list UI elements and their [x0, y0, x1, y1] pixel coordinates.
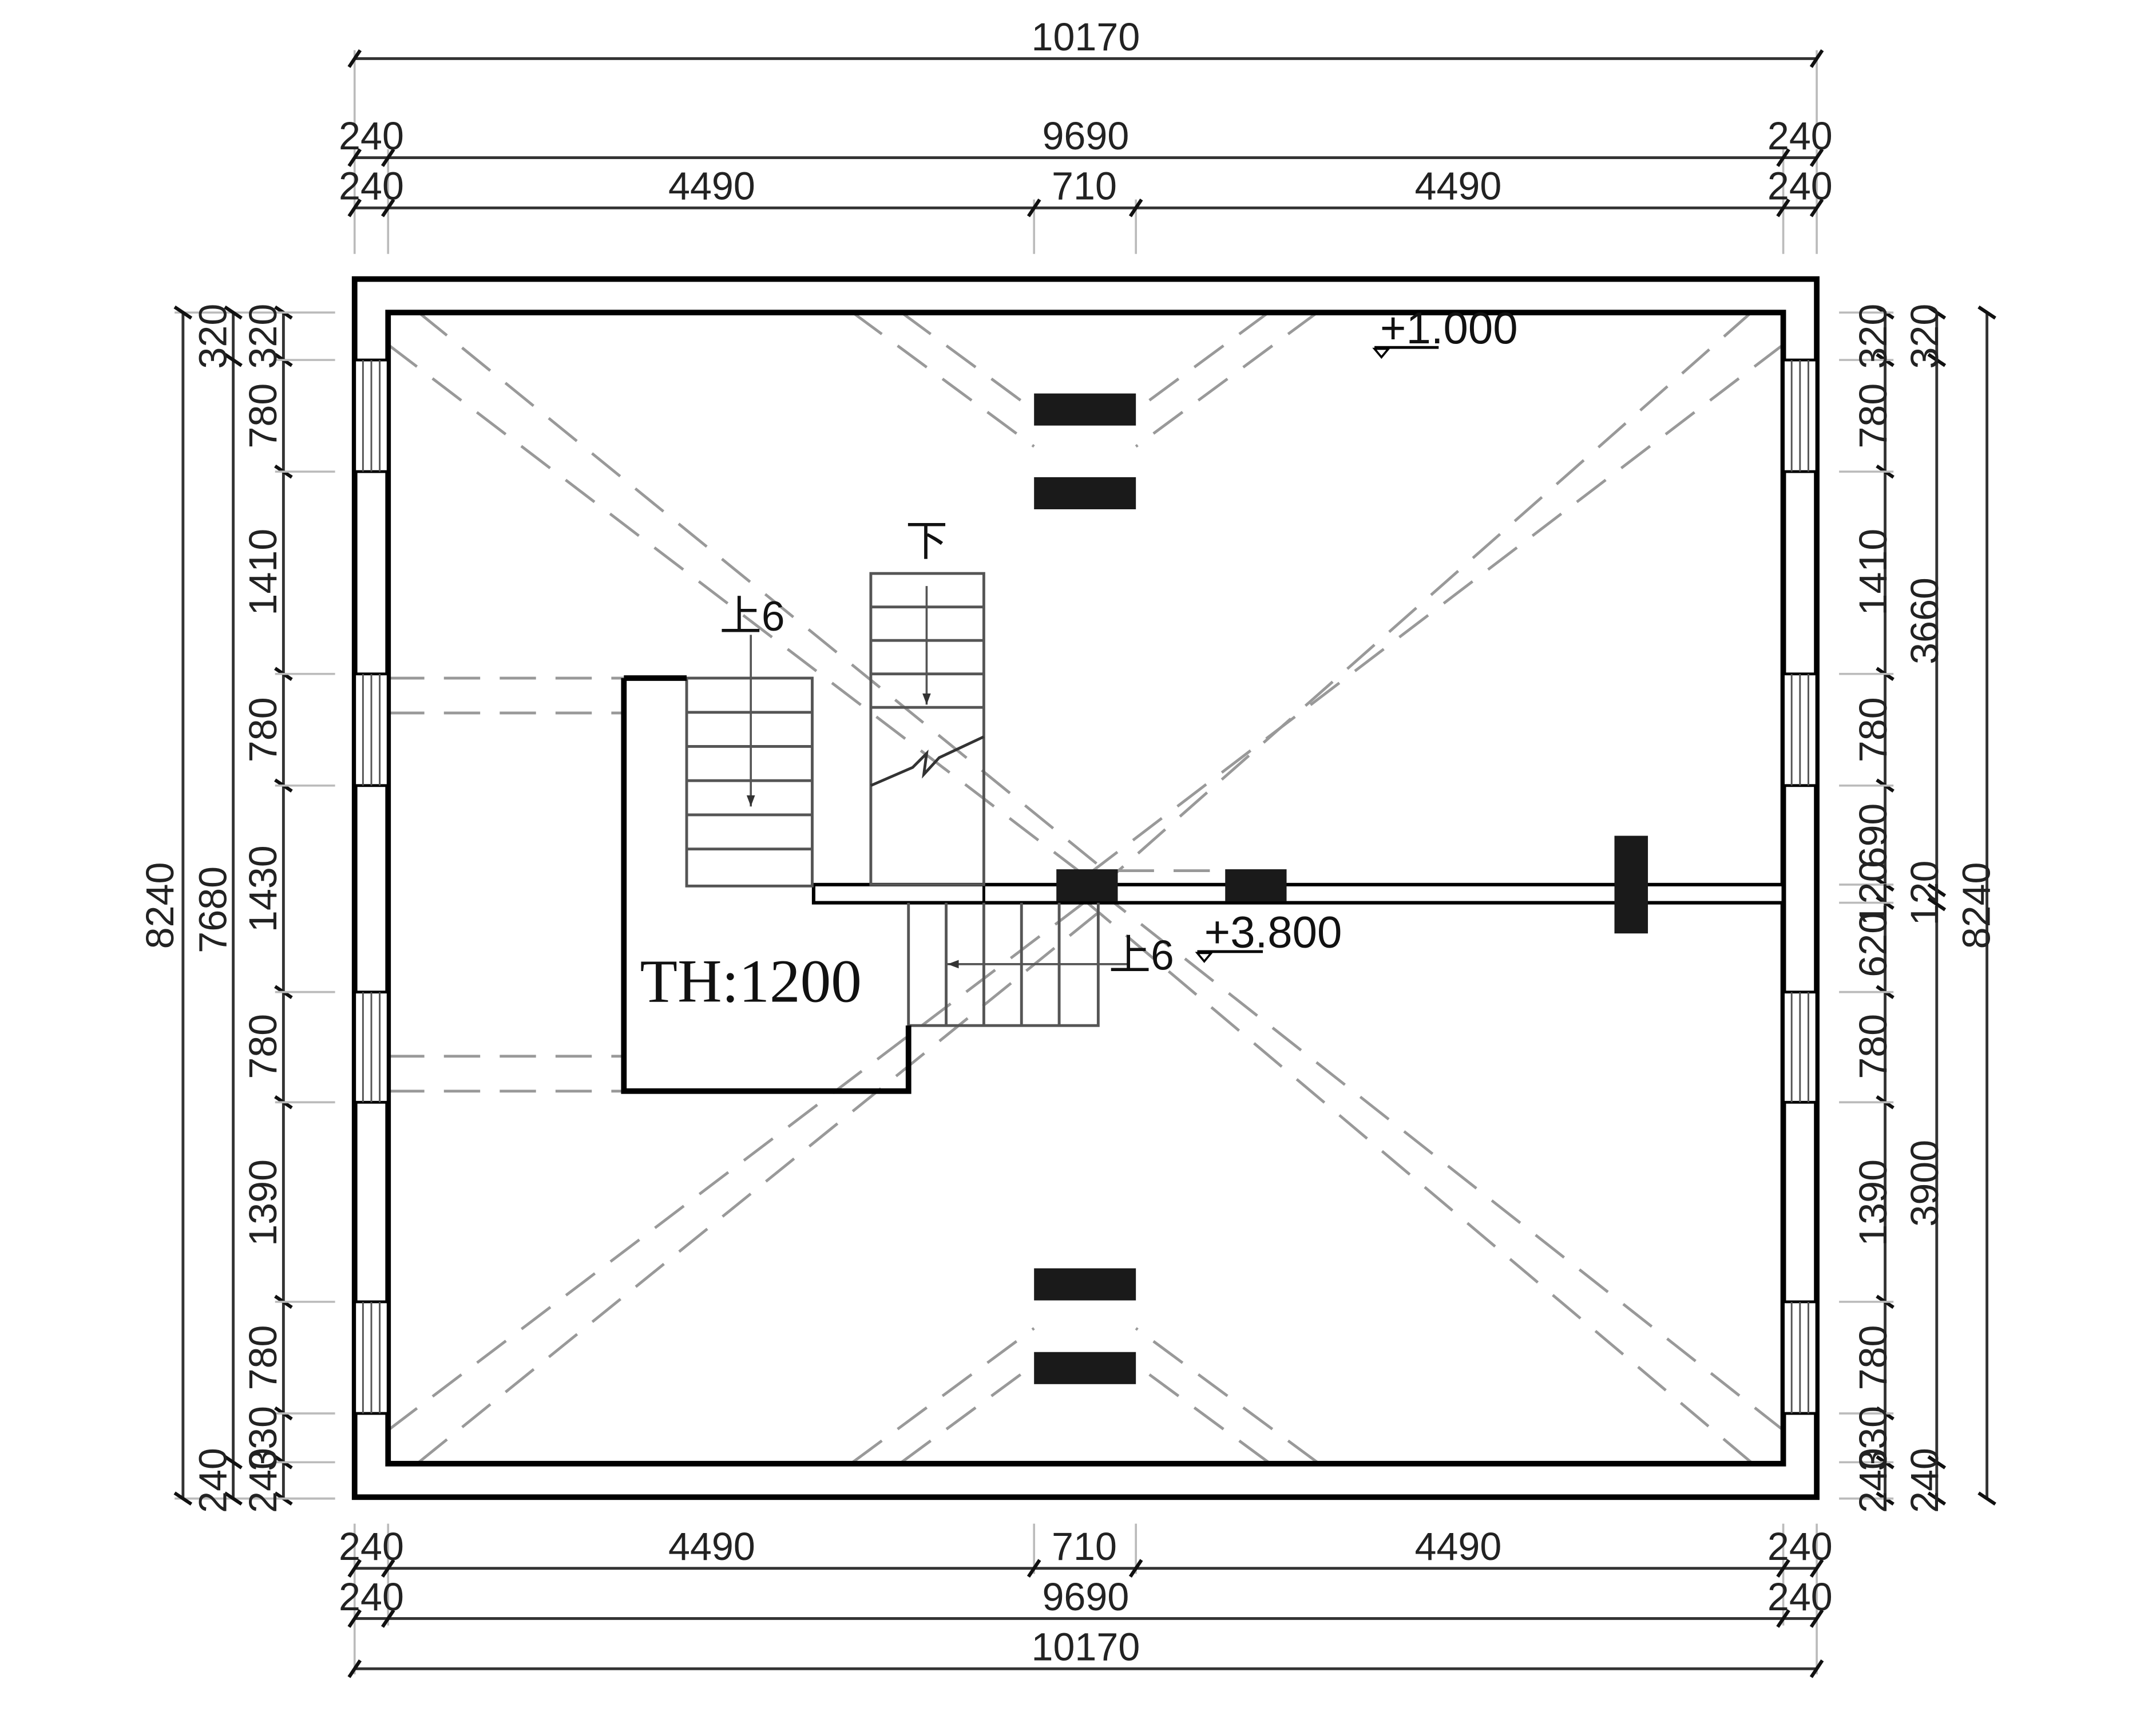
dim-right-seg-6: 620 — [1852, 912, 1895, 977]
dim-right-seg-7: 780 — [1852, 1014, 1895, 1079]
column-block-3 — [1614, 835, 1648, 934]
elevation-mid: +3.800 — [1204, 907, 1342, 957]
bottom-dimensions: 240 4490 710 4490 240 240 9690 240 10170 — [339, 1523, 1833, 1678]
dim-top-mid-right: 240 — [1767, 114, 1833, 158]
dim-right-seg-0: 320 — [1852, 304, 1895, 369]
dim-bottom-mid-left: 240 — [339, 1575, 404, 1619]
column-block-2 — [1225, 869, 1287, 902]
dim-top-inner-a: 4490 — [668, 165, 755, 208]
dim-right-seg-2: 1410 — [1852, 529, 1895, 616]
elevation-markers: +1.000 +3.800 — [1195, 303, 1518, 963]
dim-top-inner-w2: 240 — [1767, 165, 1833, 208]
dim-left-seg-7: 780 — [241, 1325, 285, 1391]
dim-left-overall: 8240 — [138, 862, 182, 949]
dim-left-mid: 7680 — [191, 866, 235, 953]
column-block-1 — [1056, 869, 1118, 902]
dim-left-seg-6: 1390 — [241, 1159, 285, 1246]
roof-ridge-lines — [387, 311, 1785, 1464]
chimney-block-4 — [1034, 1352, 1136, 1384]
stair-down-label: 下 — [906, 518, 948, 564]
dim-bottom-overall: 10170 — [1031, 1626, 1140, 1669]
dim-bottom-inner-c: 4490 — [1415, 1525, 1502, 1569]
dim-left-seg-8: 330 — [241, 1406, 285, 1471]
dim-left-outer-bottom: 240 — [191, 1448, 235, 1513]
dim-left-seg-2: 1410 — [241, 529, 285, 616]
dim-right-seg-11: 240 — [1852, 1448, 1895, 1513]
stair-up-label-1: 上6 — [720, 593, 785, 640]
dim-bottom-mid-right: 240 — [1767, 1575, 1833, 1619]
dim-right-seg-10: 330 — [1852, 1406, 1895, 1471]
opening-label: TH:1200 — [640, 948, 862, 1016]
dim-right-seg-3: 780 — [1852, 697, 1895, 762]
dim-left-seg-1: 780 — [241, 383, 285, 449]
dim-left-seg-4: 1430 — [241, 845, 285, 932]
dim-bottom-inner-b: 710 — [1052, 1525, 1117, 1569]
right-dimensions: 320 780 1410 780 690 120 620 780 1390 78… — [1839, 304, 1998, 1513]
chimney-block-1 — [1034, 393, 1136, 426]
dim-top-inner-c: 4490 — [1415, 165, 1502, 208]
dim-bottom-inner-w1: 240 — [339, 1525, 404, 1569]
dim-right-mid-wall-bottom: 240 — [1903, 1448, 1947, 1513]
opening-outline — [621, 678, 911, 1094]
dim-right-mid-top: 3660 — [1903, 577, 1947, 664]
dim-right-seg-5: 120 — [1852, 861, 1895, 926]
chimney-block-2 — [1034, 477, 1136, 509]
break-line-icon — [870, 735, 985, 787]
dim-right-seg-1: 780 — [1852, 383, 1895, 449]
arrow-down-icon — [746, 795, 755, 807]
dim-bottom-inner-a: 4490 — [668, 1525, 755, 1569]
elevation-triangle-icon — [1372, 347, 1391, 359]
dim-left-seg-9: 240 — [241, 1448, 285, 1513]
dim-bottom-inner-w2: 240 — [1767, 1525, 1833, 1569]
arrow-down-icon — [922, 693, 931, 705]
dim-top-mid-center: 9690 — [1042, 114, 1129, 158]
chimney-block-3 — [1034, 1268, 1136, 1301]
dim-right-seg-9: 780 — [1852, 1325, 1895, 1391]
dim-bottom-mid-center: 9690 — [1042, 1575, 1129, 1619]
dim-left-outer-top: 320 — [191, 304, 235, 369]
elevation-triangle-icon — [1195, 952, 1214, 963]
left-dimensions: 8240 320 7680 240 320 780 1410 780 1430 … — [138, 304, 335, 1513]
windows — [353, 358, 1818, 1415]
dim-top-inner-w1: 240 — [339, 165, 404, 208]
dim-right-mid-bottom: 3900 — [1903, 1140, 1947, 1227]
dim-left-seg-3: 780 — [241, 697, 285, 762]
stair-up-label-2: 上6 — [1109, 933, 1174, 979]
solid-blocks — [1034, 393, 1648, 1384]
dim-right-overall: 8240 — [1955, 862, 1998, 949]
dim-right-seg-4: 690 — [1852, 803, 1895, 869]
arrow-left-icon — [948, 960, 959, 969]
elevation-top: +1.000 — [1380, 303, 1518, 353]
outer-wall — [351, 276, 1820, 1500]
dim-left-seg-5: 780 — [241, 1014, 285, 1079]
dim-left-seg-0: 320 — [241, 304, 285, 369]
dim-top-mid-left: 240 — [339, 114, 404, 158]
dim-top-overall: 10170 — [1031, 15, 1140, 59]
dim-right-mid-wall-top: 320 — [1903, 304, 1947, 369]
stair-down — [869, 572, 985, 886]
dim-top-inner-b: 710 — [1052, 165, 1117, 208]
dim-right-seg-8: 1390 — [1852, 1159, 1895, 1246]
dim-right-mid-wall-mid: 120 — [1903, 861, 1947, 926]
stairs: 下 上6 上6 TH:1200 — [621, 518, 1174, 1094]
top-dimensions: 10170 240 9690 240 240 4490 710 4490 240 — [339, 15, 1833, 254]
